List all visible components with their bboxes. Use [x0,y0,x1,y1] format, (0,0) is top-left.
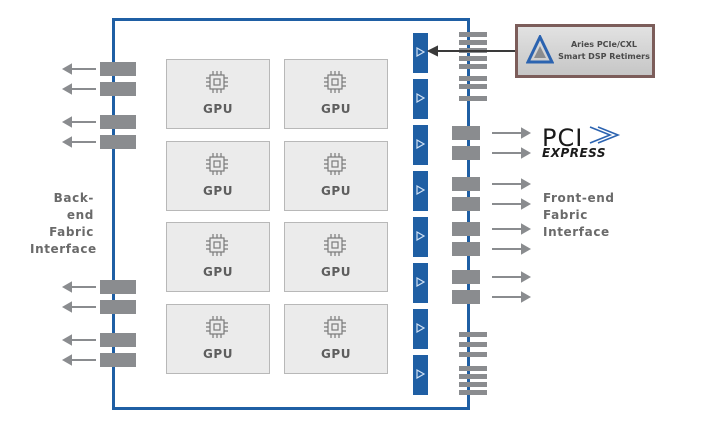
retimer-chip [413,217,428,257]
pcie-chevron-logo-icon [589,126,621,144]
gpu-block: GPU [166,59,270,129]
frontend-connector [452,177,480,191]
retimer-triangle-icon [416,369,425,379]
gpu-label: GPU [321,265,351,279]
backend-fabric-label: Back-end Fabric Interface [30,190,97,258]
gpu-chip-icon [324,71,346,93]
gpu-block: GPU [284,304,388,374]
retimer-triangle-icon [416,93,425,103]
retimer-chip [413,309,428,349]
frontend-connector [452,197,480,211]
aries-retimer-callout: Aries PCIe/CXL Smart DSP Retimers [515,24,655,78]
frontend-connector [452,146,480,160]
gpu-label: GPU [321,102,351,116]
backend-connector [100,300,136,314]
gpu-label: GPU [203,102,233,116]
frontend-label-line1: Front-end [543,191,615,205]
gpu-block: GPU [284,141,388,211]
aries-triangle-logo-icon [526,35,554,64]
frontend-connector [452,126,480,140]
retimer-triangle-icon [416,231,425,241]
gpu-chip-icon [206,316,228,338]
retimer-chip [413,33,428,73]
retimer-chip [413,171,428,211]
backend-connector [100,82,136,96]
pcie-logo-word: PCI [542,124,584,152]
frontend-pin-group-top [459,32,487,101]
frontend-label-line2: Fabric [543,208,588,222]
gpu-block: GPU [166,222,270,292]
gpu-label: GPU [203,184,233,198]
callout-text: Aries PCIe/CXL Smart DSP Retimers [554,39,654,63]
gpu-block: GPU [284,59,388,129]
pcie-logo-express: EXPRESS [542,146,607,160]
gpu-label: GPU [203,347,233,361]
gpu-block: GPU [166,141,270,211]
gpu-block: GPU [284,222,388,292]
gpu-label: GPU [203,265,233,279]
gpu-chip-icon [206,234,228,256]
gpu-chip-icon [324,316,346,338]
backend-connector [100,115,136,129]
retimer-chip [413,355,428,395]
retimer-triangle-icon [416,323,425,333]
retimer-triangle-icon [416,47,425,57]
gpu-chip-icon [324,234,346,256]
callout-line1: Aries PCIe/CXL [570,40,638,49]
frontend-pin-group-bottom [459,332,487,395]
backend-connector [100,135,136,149]
frontend-connector [452,290,480,304]
gpu-block: GPU [166,304,270,374]
backend-connector [100,333,136,347]
gpu-chip-icon [206,153,228,175]
frontend-connector [452,270,480,284]
gpu-label: GPU [321,347,351,361]
backend-label-line3: Interface [30,242,97,256]
gpu-chip-icon [324,153,346,175]
callout-line2: Smart DSP Retimers [558,52,650,61]
backend-connector [100,62,136,76]
callout-panel: Aries PCIe/CXL Smart DSP Retimers [518,27,652,75]
backend-label-line2: Fabric [49,225,94,239]
retimer-chip [413,79,428,119]
frontend-connector [452,242,480,256]
backend-connector [100,280,136,294]
frontend-arrows [492,127,532,303]
gpu-chip-icon [206,71,228,93]
backend-label-line1: Back-end [53,191,94,222]
backend-connector [100,353,136,367]
frontend-connector [452,222,480,236]
callout-arrow [426,45,516,57]
retimer-triangle-icon [416,139,425,149]
retimer-triangle-icon [416,185,425,195]
retimer-chip [413,125,428,165]
gpu-label: GPU [321,184,351,198]
retimer-triangle-icon [416,277,425,287]
retimer-chip [413,263,428,303]
backend-arrows [61,63,96,366]
frontend-label-line3: Interface [543,225,610,239]
frontend-fabric-label: Front-end Fabric Interface [543,190,615,241]
